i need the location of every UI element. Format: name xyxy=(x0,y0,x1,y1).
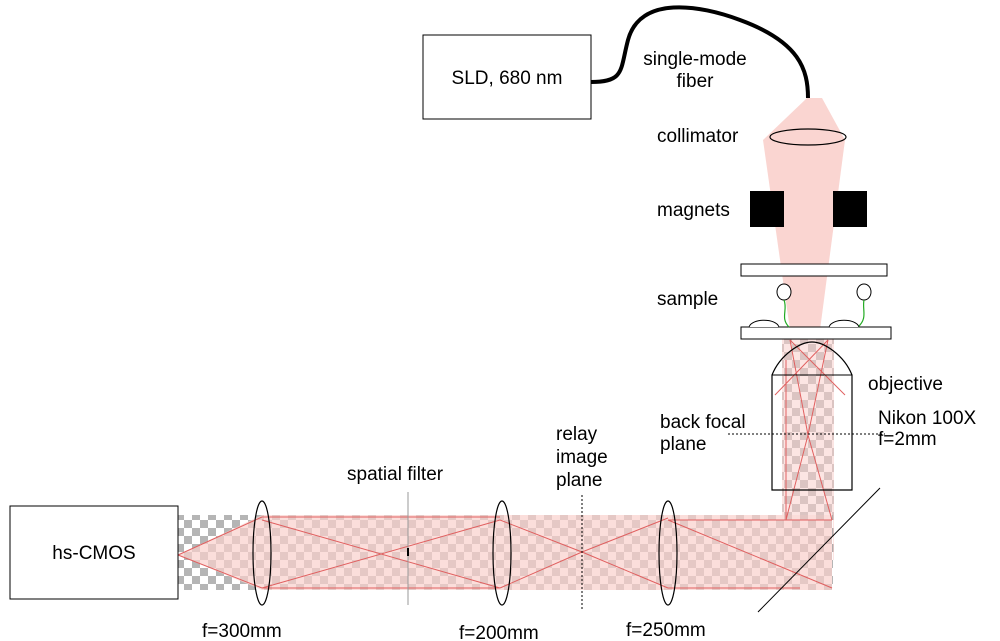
back-focal-plane-line1: back focal xyxy=(660,412,746,433)
source-box xyxy=(422,34,592,120)
relay-plane-line3: plane xyxy=(556,470,603,491)
lens-250mm-label: f=250mm xyxy=(626,620,706,641)
lens-300mm xyxy=(252,500,272,606)
lens-250mm xyxy=(658,500,678,606)
objective-focal: f=2mm xyxy=(878,429,937,450)
objective-body xyxy=(771,341,853,491)
magnet-right xyxy=(833,191,867,227)
single-mode-fiber xyxy=(590,5,810,99)
relay-plane-line2: image xyxy=(556,447,608,468)
camera-label: hs-CMOS xyxy=(52,543,135,564)
magnets-label: magnets xyxy=(657,200,730,221)
sample-label: sample xyxy=(657,289,718,310)
collimator-lens xyxy=(769,128,847,146)
lens-300mm-label: f=300mm xyxy=(202,621,282,641)
fiber-label-line1: single-mode xyxy=(643,49,747,70)
camera-box xyxy=(9,505,179,600)
source-label: SLD, 680 nm xyxy=(452,68,563,89)
objective-label: objective xyxy=(868,374,943,395)
lens-200mm-label: f=200mm xyxy=(459,623,539,641)
sample-bottom-slide xyxy=(740,326,892,340)
objective-model: Nikon 100X xyxy=(878,408,977,429)
sample-top-slide xyxy=(740,263,888,277)
back-focal-plane-line2: plane xyxy=(660,434,707,455)
lens-200mm xyxy=(492,500,512,606)
spatial-filter-label: spatial filter xyxy=(347,464,444,485)
magnet-left xyxy=(750,191,784,227)
tethered-beads xyxy=(748,283,872,328)
collimator-label: collimator xyxy=(657,126,739,147)
fold-mirror xyxy=(757,487,881,613)
relay-plane-line1: relay xyxy=(556,424,598,445)
detection-beam-tint xyxy=(178,515,832,590)
fiber-label-line2: fiber xyxy=(677,71,715,92)
ray-traces xyxy=(177,339,846,589)
